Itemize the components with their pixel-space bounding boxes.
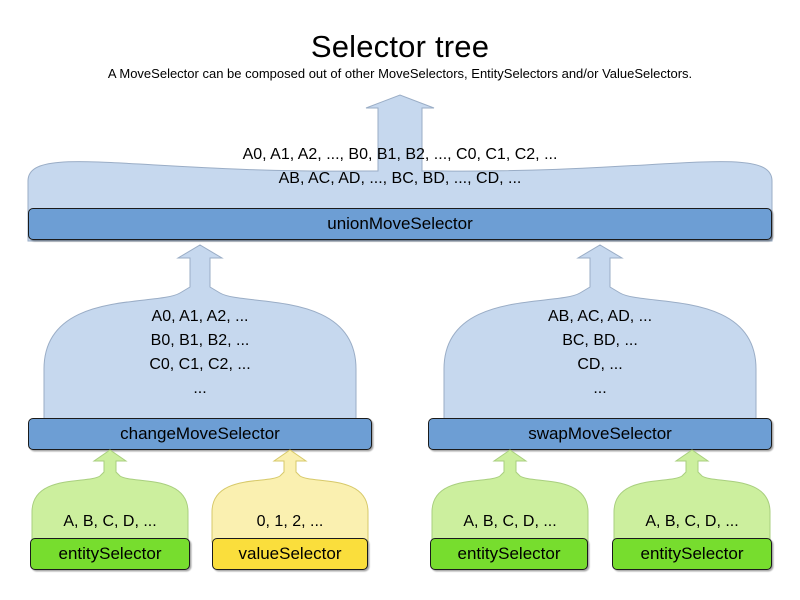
union-move-selector-bar[interactable]: unionMoveSelector: [28, 208, 772, 240]
change-value-selector-bar[interactable]: valueSelector: [212, 538, 368, 570]
node-change-entity-selector[interactable]: A, B, C, D, ...: [31, 449, 189, 543]
change-move-selector-bar[interactable]: changeMoveSelector: [28, 418, 372, 450]
node-change-value-selector[interactable]: 0, 1, 2, ...: [211, 449, 369, 543]
change-dome-shape: [43, 244, 357, 422]
swap-entity-left-dome-shape: [431, 449, 589, 543]
node-change-move-selector[interactable]: A0, A1, A2, ... B0, B1, B2, ... C0, C1, …: [43, 244, 357, 422]
swap-entity-right-dome-shape: [613, 449, 771, 543]
change-entity-dome-shape: [31, 449, 189, 543]
page-title: Selector tree: [310, 29, 490, 64]
swap-dome-shape: [443, 244, 757, 422]
union-dome-shape: [27, 94, 773, 242]
node-swap-entity-selector-left[interactable]: A, B, C, D, ...: [431, 449, 589, 543]
change-value-dome-shape: [211, 449, 369, 543]
swap-entity-selector-left-bar[interactable]: entitySelector: [430, 538, 588, 570]
node-swap-move-selector[interactable]: AB, AC, AD, ... BC, BD, ... CD, ... ...: [443, 244, 757, 422]
change-entity-selector-bar[interactable]: entitySelector: [30, 538, 190, 570]
swap-move-selector-bar[interactable]: swapMoveSelector: [428, 418, 772, 450]
page-subtitle: A MoveSelector can be composed out of ot…: [107, 66, 693, 81]
swap-entity-selector-right-bar[interactable]: entitySelector: [612, 538, 772, 570]
node-swap-entity-selector-right[interactable]: A, B, C, D, ...: [613, 449, 771, 543]
